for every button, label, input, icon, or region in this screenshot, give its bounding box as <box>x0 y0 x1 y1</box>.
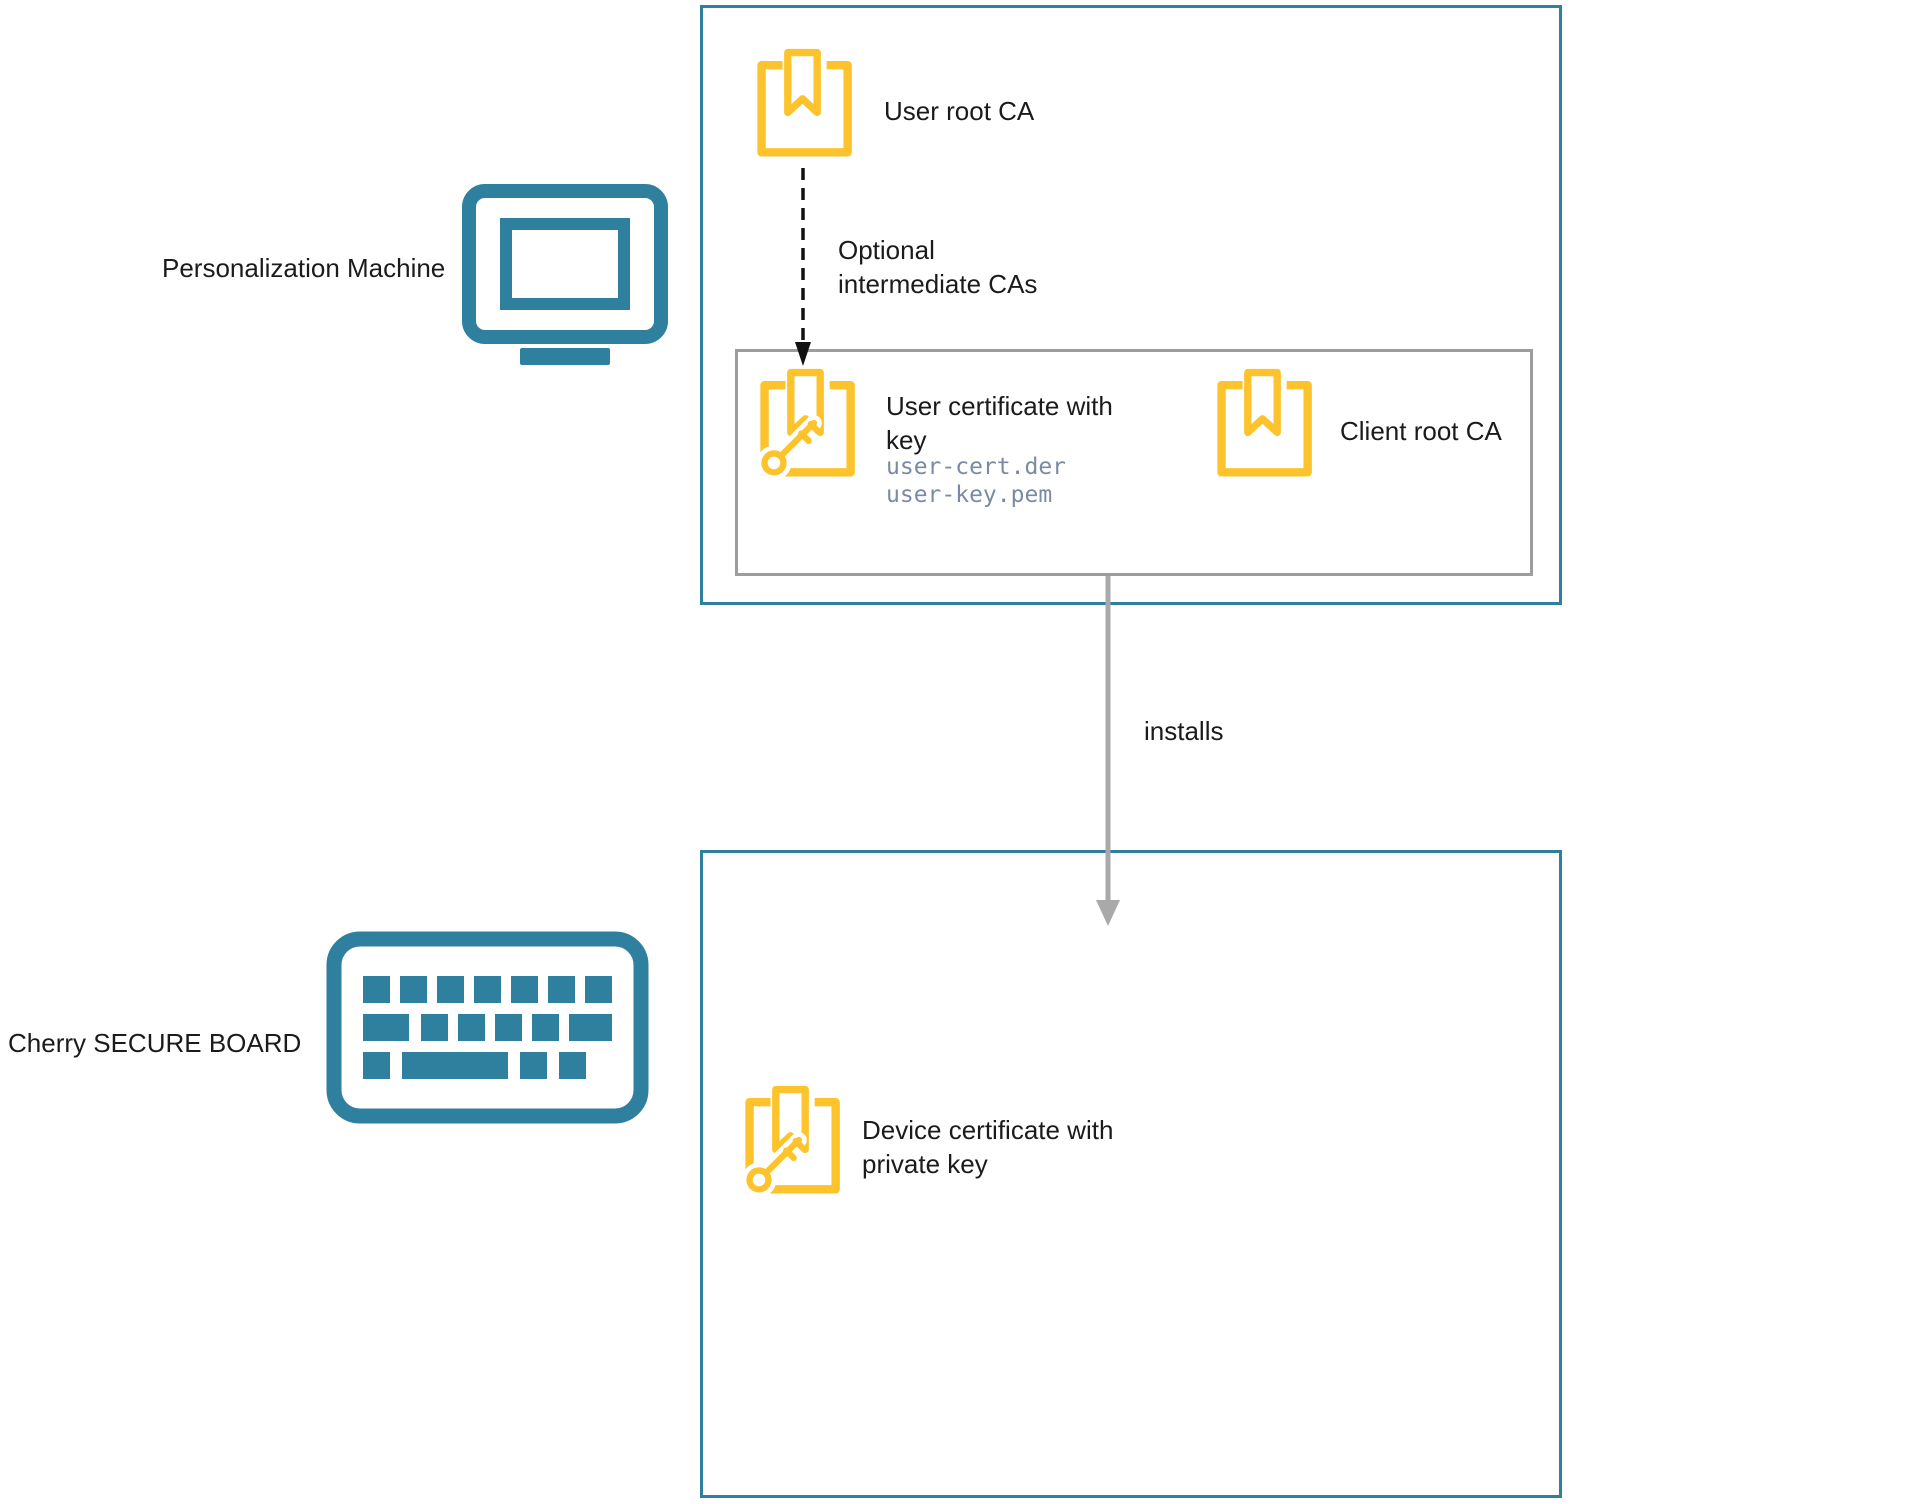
user-certificate-icon <box>753 368 858 478</box>
installs-arrow <box>1096 576 1120 926</box>
certificate-group-box <box>735 349 1533 576</box>
intermediate-ca-arrow <box>795 168 811 366</box>
device-certificate-icon <box>738 1085 843 1195</box>
user-certificate-label: User certificate with key <box>886 391 1113 455</box>
user-root-ca-label: User root CA <box>884 96 1035 126</box>
user-certificate-file-key: user-key.pem <box>886 482 1053 509</box>
client-root-ca-label: Client root CA <box>1340 416 1502 446</box>
secure-board-zone-box <box>700 850 1562 1498</box>
user-certificate-file-cert: user-cert.der <box>886 454 1067 480</box>
user-root-ca-certificate-icon <box>750 48 855 158</box>
device-certificate-label: Device certificate with private key <box>862 1115 1114 1179</box>
cherry-secure-board-label: Cherry SECURE BOARD <box>8 1028 302 1058</box>
client-root-ca-certificate-icon <box>1210 368 1315 478</box>
personalization-zone-box <box>700 5 1562 605</box>
personalization-machine-label: Personalization Machine <box>162 253 446 283</box>
installs-label: installs <box>1144 716 1224 746</box>
keyboard-icon <box>325 930 650 1125</box>
user-certificate-files: user-cert.der user-key.pem <box>886 453 1066 509</box>
monitor-icon <box>460 182 670 372</box>
intermediate-cas-label: Optional intermediate CAs <box>838 235 1038 299</box>
